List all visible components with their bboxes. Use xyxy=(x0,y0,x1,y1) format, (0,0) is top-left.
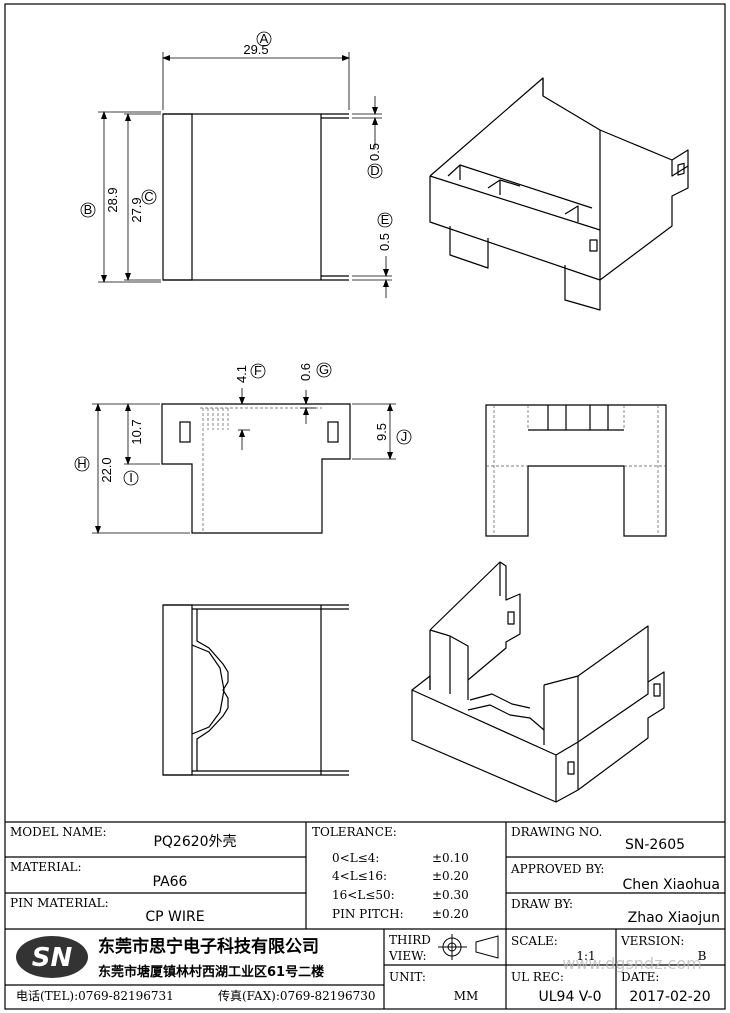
dimension-e xyxy=(352,212,393,298)
company-name: 东莞市思宁电子科技有限公司 xyxy=(98,936,319,957)
front-view xyxy=(161,403,351,534)
isometric-view-top xyxy=(429,77,689,311)
drawing-border xyxy=(4,3,726,1010)
date-label: DATE: xyxy=(621,970,659,984)
tolerance-range-4: PIN PITCH: xyxy=(332,907,404,921)
dimension-a xyxy=(162,31,350,110)
company-fax: 传真(FAX):0769-82196730 xyxy=(218,988,376,1003)
dimension-i xyxy=(123,403,160,486)
tolerance-range-1: 0<L≤4: xyxy=(332,851,379,865)
tolerance-label: TOLERANCE: xyxy=(312,825,397,839)
material-label: MATERIAL: xyxy=(10,860,82,874)
scale-value: 1:1 xyxy=(576,949,595,963)
dim-b-letter: B xyxy=(84,202,93,217)
draw-by-value: Zhao Xiaojun xyxy=(628,910,720,926)
version-value: B xyxy=(698,949,707,963)
dimension-j xyxy=(352,403,412,460)
drawing-no-value: SN-2605 xyxy=(625,837,685,853)
model-name-value: PQ2620外壳 xyxy=(153,833,236,850)
company-address: 东莞市塘厦镇林村西湖工业区61号二楼 xyxy=(98,964,324,980)
tolerance-value-2: ±0.20 xyxy=(432,869,469,883)
dimension-d xyxy=(352,96,383,179)
drawing-no-label: DRAWING NO. xyxy=(511,825,602,839)
tolerance-range-2: 4<L≤16: xyxy=(332,869,387,883)
dim-a-letter: A xyxy=(260,31,269,46)
dimension-g xyxy=(300,362,332,424)
unit-value: MM xyxy=(454,989,479,1003)
front-view-hidden xyxy=(200,407,322,533)
dim-e-letter: E xyxy=(381,212,390,227)
isometric-view-bottom xyxy=(411,561,665,803)
dim-j-letter: J xyxy=(401,429,408,444)
side-view-hidden xyxy=(486,405,666,536)
dim-g-value: 0.6 xyxy=(298,363,313,381)
approved-by-label: APPROVED BY: xyxy=(510,862,604,876)
material-value: PA66 xyxy=(153,874,188,890)
dim-f-value: 4.1 xyxy=(234,365,249,383)
tolerance-value-4: ±0.20 xyxy=(432,907,469,921)
dim-b-value: 28.9 xyxy=(105,187,120,212)
side-view xyxy=(485,404,667,537)
dim-d-value: 0.5 xyxy=(367,143,382,161)
ul-rec-value: UL94 V-0 xyxy=(538,989,601,1005)
tolerance-value-1: ±0.10 xyxy=(432,851,469,865)
dim-h-value: 22.0 xyxy=(99,457,114,482)
dim-h-letter: H xyxy=(77,456,86,471)
company-logo-text: SN xyxy=(32,943,73,973)
title-block-grid xyxy=(5,821,725,1009)
top-view xyxy=(162,113,349,281)
draw-by-label: DRAW BY: xyxy=(511,897,573,911)
dim-i-letter: I xyxy=(129,470,133,485)
unit-label: UNIT: xyxy=(389,970,426,984)
third-view-label-1: THIRD xyxy=(389,933,431,947)
approved-by-value: Chen Xiaohua xyxy=(622,877,720,893)
dim-e-value: 0.5 xyxy=(377,233,392,251)
dimension-f xyxy=(238,363,266,450)
dim-j-value: 9.5 xyxy=(374,423,389,441)
tolerance-range-3: 16<L≤50: xyxy=(332,888,395,902)
model-name-label: MODEL NAME: xyxy=(10,825,107,839)
dimension-b xyxy=(80,111,161,283)
date-value: 2017-02-20 xyxy=(629,989,710,1005)
version-label: VERSION: xyxy=(620,934,684,948)
third-angle-projection-icon xyxy=(438,934,499,960)
ul-rec-label: UL REC: xyxy=(511,970,564,984)
scale-label: SCALE: xyxy=(511,934,558,948)
dim-c-value: 27.9 xyxy=(129,197,144,222)
tolerance-value-3: ±0.30 xyxy=(432,888,469,902)
watermark: www.dgsndz.com xyxy=(562,954,701,973)
pin-material-label: PIN MATERIAL: xyxy=(10,896,109,910)
third-view-label-2: VIEW: xyxy=(388,949,427,963)
dim-d-letter: D xyxy=(370,163,379,178)
dim-c-letter: C xyxy=(144,189,153,204)
bottom-view xyxy=(162,604,349,776)
dim-a-value: 29.5 xyxy=(243,42,268,57)
dim-f-letter: F xyxy=(254,363,262,378)
dim-g-letter: G xyxy=(319,362,329,377)
pin-material-value: CP WIRE xyxy=(145,909,204,925)
company-logo xyxy=(16,936,88,978)
dim-i-value: 10.7 xyxy=(129,419,144,444)
company-tel: 电话(TEL):0769-82196731 xyxy=(16,989,174,1003)
dimension-c xyxy=(124,113,161,281)
